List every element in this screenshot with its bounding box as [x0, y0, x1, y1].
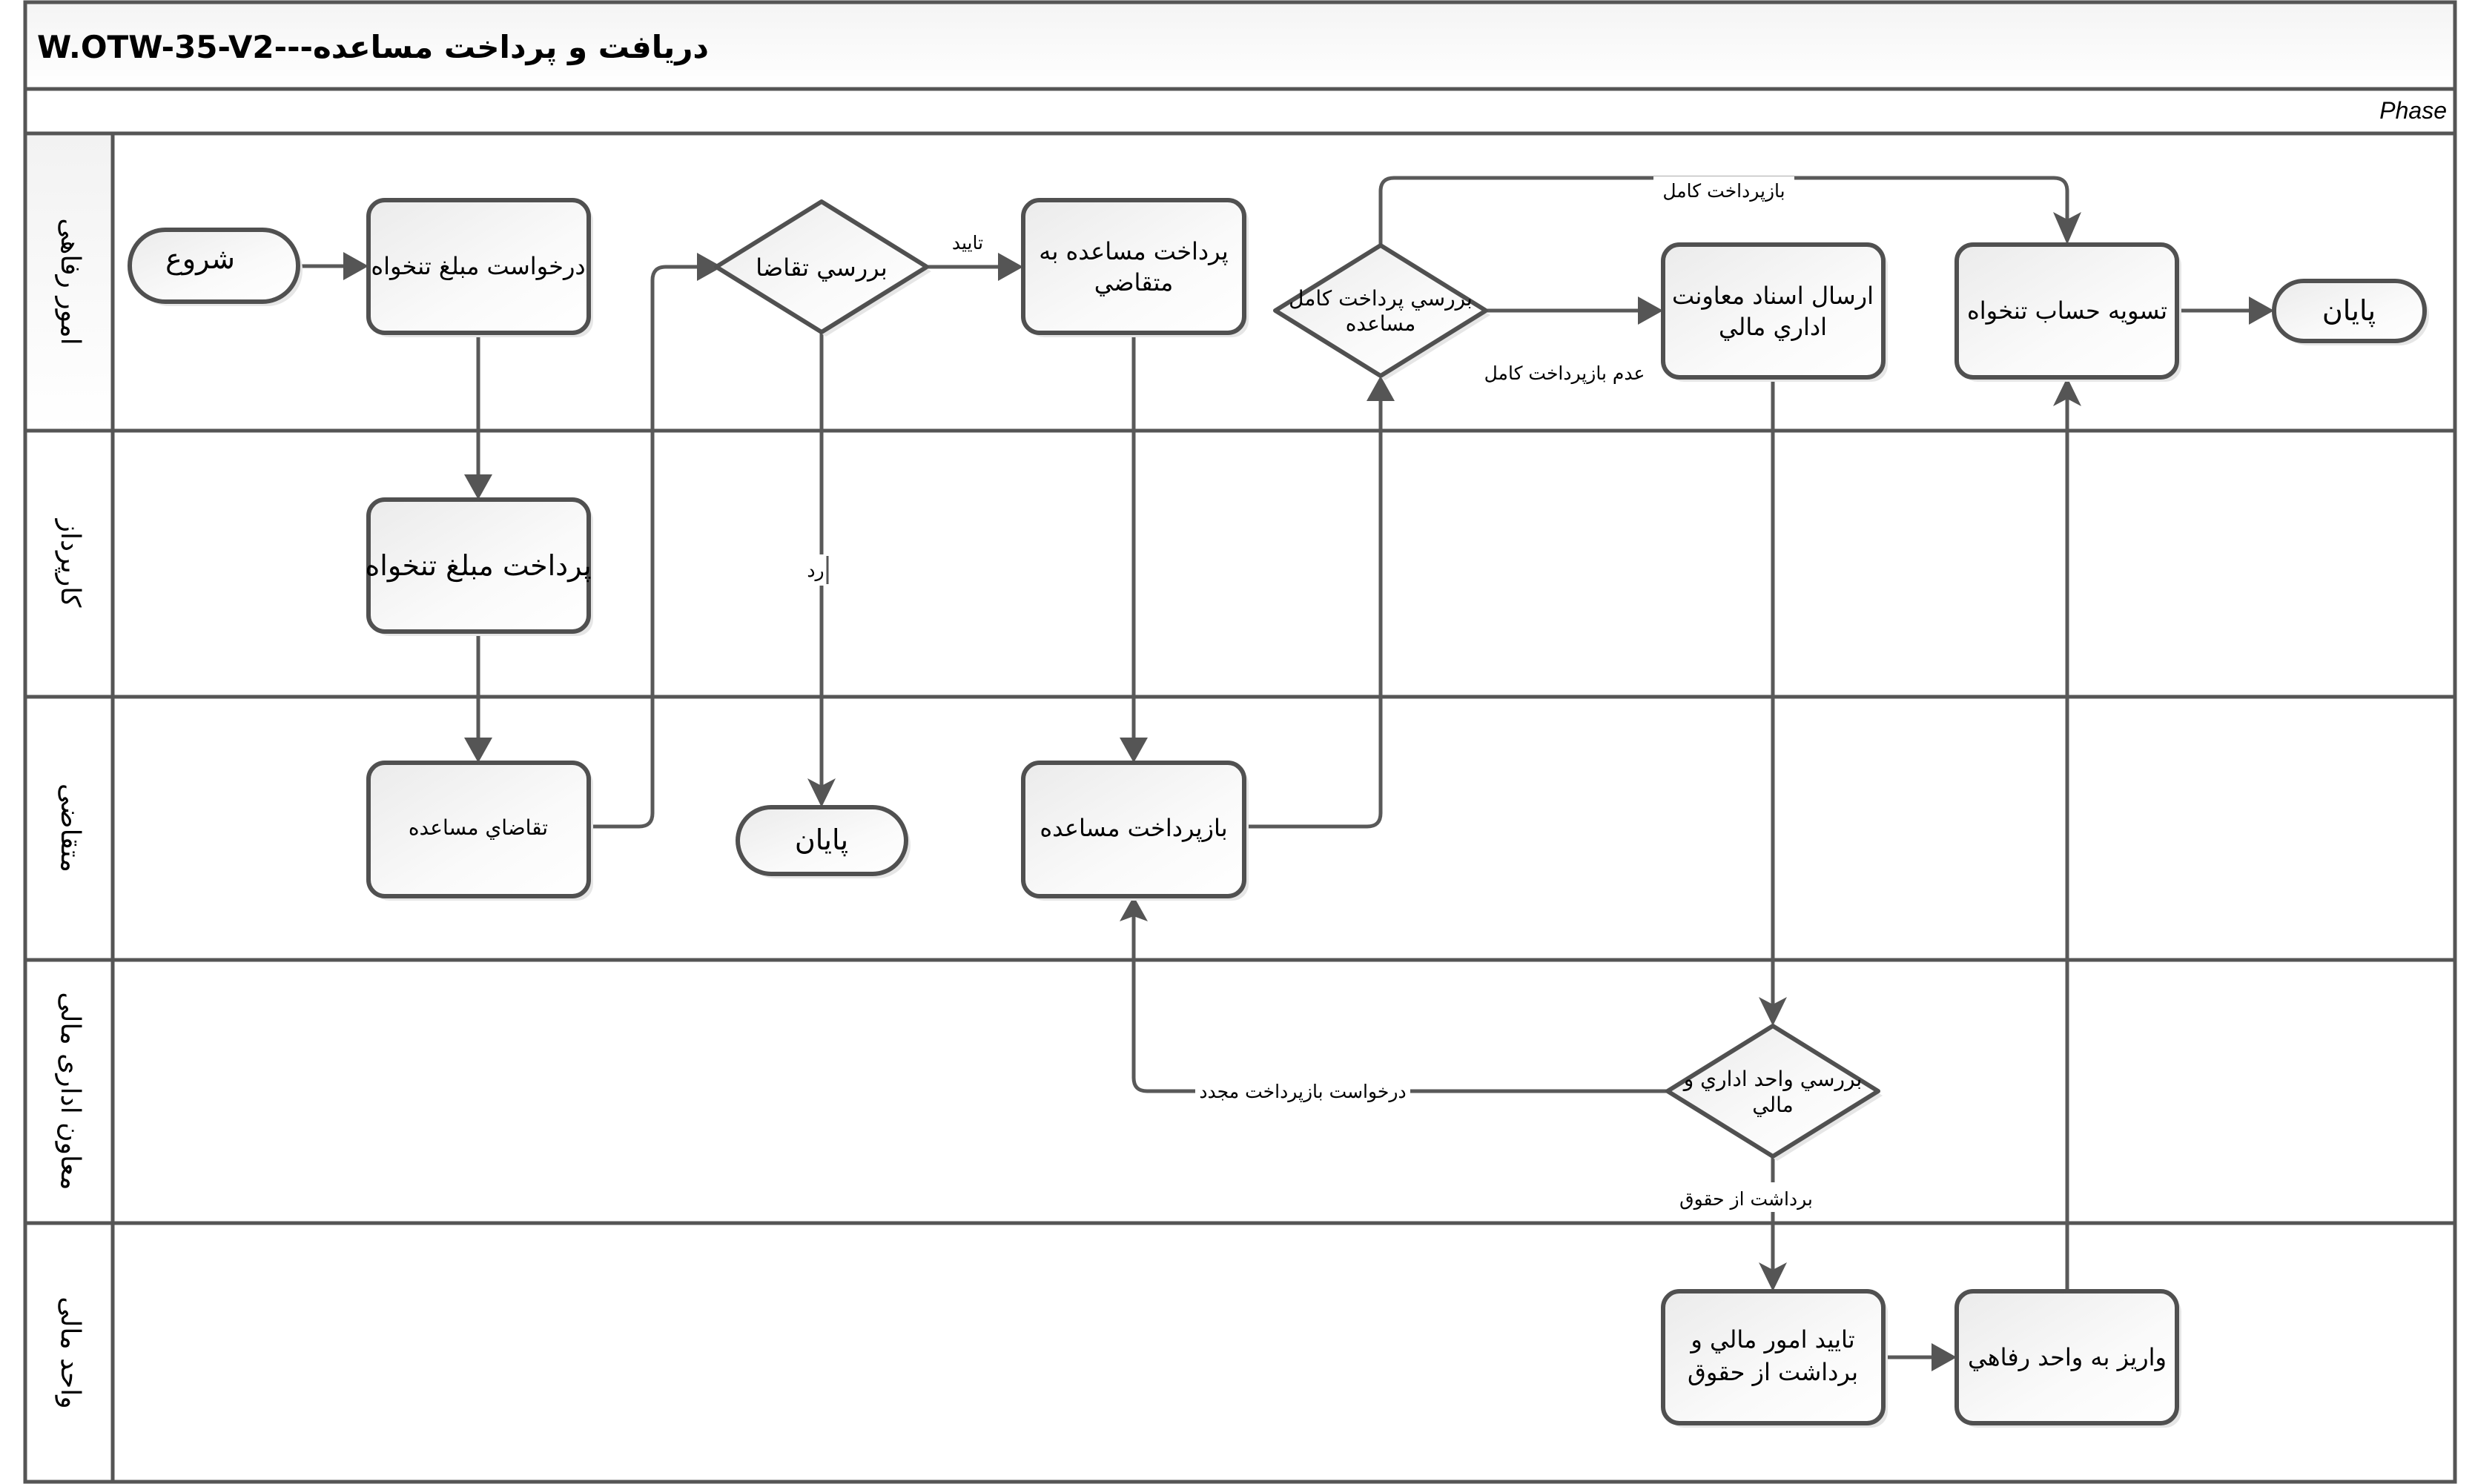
- lane-label-finance-unit: واحد مالی: [55, 1296, 85, 1408]
- node-review-admin-finance[interactable]: بررسي واحد اداري و مالي: [1665, 1024, 1883, 1161]
- edge-label-bg: [1195, 1079, 1410, 1104]
- edge-label-not-full-repayment: عدم بازپرداخت کامل: [1484, 362, 1645, 385]
- node-label: بازپرداخت مساعده: [1040, 814, 1227, 842]
- node-send-documents[interactable]: ارسال اسناد معاونت اداري مالي: [1661, 242, 1888, 382]
- arrow-icon: [343, 252, 369, 280]
- node-label: پايان: [795, 824, 848, 856]
- arrow-icon: [464, 738, 492, 763]
- node-end-main[interactable]: پايان: [2272, 279, 2429, 345]
- lane-label-applicant: متقاضی: [55, 784, 85, 872]
- pool-frame: [23, 0, 2457, 1484]
- node-label: پرداخت مبلغ تنخواه: [365, 549, 591, 583]
- edge-request-assistance-to-review: [589, 265, 703, 829]
- node-label: بررسي واحد اداري و: [1682, 1067, 1863, 1091]
- outer-border: [23, 0, 2457, 1484]
- node-label: تسويه حساب تنخواه: [1967, 297, 2167, 325]
- node-label: مالي: [1752, 1093, 1793, 1117]
- arrow-icon: [1638, 297, 1663, 325]
- node-label: بررسي پرداخت كامل: [1289, 286, 1473, 311]
- node-review-request[interactable]: بررسي تقاضا: [714, 199, 931, 337]
- node-label: پايان: [2322, 294, 2376, 327]
- node-label: ارسال اسناد معاونت: [1672, 282, 1874, 310]
- node-pay-assistance[interactable]: پرداخت مساعده به متقاضي: [1021, 198, 1249, 337]
- edge-label-bg: [1672, 1182, 1820, 1212]
- lane-label-procurement: کارپرداز: [55, 518, 85, 609]
- arrow-icon: [1120, 738, 1148, 763]
- node-review-full-repayment[interactable]: بررسي پرداخت كامل مساعده: [1273, 243, 1490, 380]
- node-repay-assistance[interactable]: بازپرداخت مساعده: [1021, 761, 1249, 901]
- node-request-assistance[interactable]: تقاضاي مساعده: [366, 761, 593, 901]
- arrow-icon: [1759, 1262, 1787, 1291]
- arrow-icon: [1759, 997, 1787, 1026]
- edge-repay-to-review-full: [1244, 395, 1383, 829]
- lane-label-admin-finance-deputy: معاون اداری مالی: [55, 992, 85, 1190]
- lane-labels: امور رفاهی کارپرداز متقاضی معاون اداری م…: [55, 218, 85, 1408]
- node-label: پرداخت مساعده به: [1039, 237, 1228, 265]
- node-end-rejected[interactable]: پايان: [736, 805, 911, 878]
- lane-label-bg: [25, 133, 113, 431]
- node-label: شروع: [165, 242, 235, 276]
- node-label: تاييد امور مالي و: [1689, 1325, 1854, 1354]
- node-approve-finance[interactable]: تاييد امور مالي و برداشت از حقوق: [1661, 1289, 1888, 1428]
- node-start[interactable]: شروع: [128, 228, 303, 306]
- edge-label-full-repayment: بازپرداخت کامل: [1662, 180, 1785, 202]
- edge-review-admin-to-repay: [1131, 915, 1673, 1093]
- node-label: واريز به واحد رفاهي: [1968, 1343, 2167, 1371]
- node-label: متقاضي: [1094, 268, 1174, 297]
- arrow-icon: [807, 778, 836, 807]
- arrow-icon: [697, 253, 722, 281]
- node-label: برداشت از حقوق: [1688, 1358, 1858, 1386]
- arrow-icon: [464, 474, 492, 500]
- arrow-icon: [2053, 377, 2081, 406]
- edge-label-bg: [1653, 176, 1794, 203]
- node-label: تقاضاي مساعده: [409, 815, 548, 840]
- title-bar: [25, 2, 2455, 89]
- node-deposit-welfare[interactable]: واريز به واحد رفاهي: [1954, 1289, 2181, 1428]
- arrow-icon: [1120, 896, 1148, 921]
- phase-label: Phase: [2379, 97, 2447, 124]
- edge-label-reject: رد: [807, 560, 824, 582]
- arrow-icon: [1932, 1343, 1957, 1371]
- nodes: شروع درخواست مبلغ تنخواه بررسي تقاضا پرد…: [128, 198, 2429, 1428]
- edge-label-salary-deduction: برداشت از حقوق: [1679, 1188, 1813, 1210]
- node-label: بررسي تقاضا: [756, 254, 887, 282]
- node-label: مساعده: [1346, 311, 1416, 336]
- node-request-petty-cash[interactable]: درخواست مبلغ تنخواه: [366, 198, 593, 337]
- node-settle-petty-cash[interactable]: تسويه حساب تنخواه: [1954, 242, 2181, 382]
- edge-label-approve: تایید: [952, 232, 983, 254]
- lane-label-welfare: امور رفاهی: [55, 218, 85, 345]
- arrow-icon: [2249, 297, 2274, 325]
- edge-labels: تایید رد بازپرداخت کامل عدم بازپرداخت کا…: [804, 176, 1820, 1212]
- arrow-icon: [998, 253, 1023, 281]
- node-label: درخواست مبلغ تنخواه: [371, 252, 585, 280]
- edge-label-re-request: درخواست بازپرداخت مجدد: [1199, 1081, 1406, 1103]
- node-label: اداري مالي: [1719, 313, 1827, 341]
- node-pay-petty-cash[interactable]: پرداخت مبلغ تنخواه: [365, 497, 593, 636]
- arrow-icon: [2053, 212, 2081, 245]
- arrow-icon: [1367, 376, 1395, 401]
- diagram-title: W.OTW-35-V2---دریافت و پرداخت مساعده: [37, 29, 709, 66]
